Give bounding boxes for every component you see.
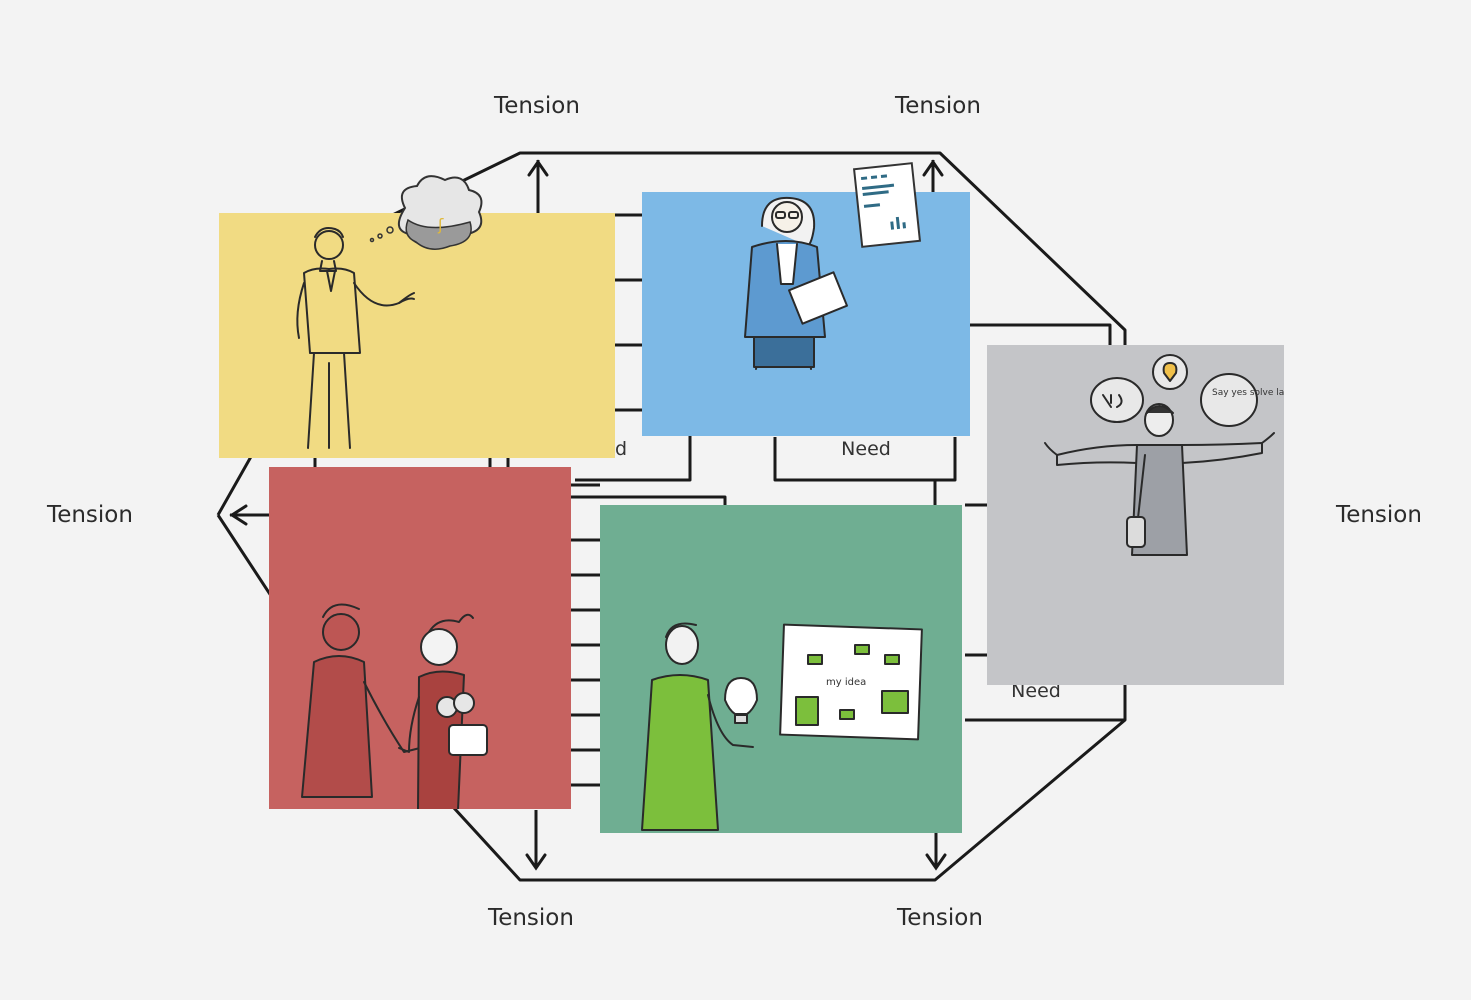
idea-man-illustration: my idea bbox=[641, 622, 923, 831]
sticky-note-text: my idea bbox=[826, 677, 866, 688]
need-box-line bbox=[960, 323, 1112, 345]
green-card: my idea bbox=[600, 505, 962, 833]
tension-label-bottom-right: Tension bbox=[897, 905, 983, 931]
need-box-line bbox=[570, 495, 727, 505]
arrow-down-icon bbox=[925, 853, 947, 871]
need-box-line bbox=[575, 430, 692, 482]
arrow-up-icon bbox=[527, 159, 549, 177]
yellow-card bbox=[219, 213, 615, 458]
need-label-center: Need bbox=[841, 438, 891, 460]
need-box-line bbox=[773, 437, 957, 482]
tension-label-bottom-left: Tension bbox=[488, 905, 574, 931]
gray-card: Say yes solve later bbox=[987, 345, 1284, 685]
tension-label-top-right: Tension bbox=[895, 93, 981, 119]
arrow-left-icon bbox=[229, 504, 248, 526]
document-icon bbox=[852, 162, 922, 248]
tension-label-top-left: Tension bbox=[494, 93, 580, 119]
presenter-illustration: Say yes solve later bbox=[1044, 354, 1284, 556]
tension-label-right: Tension bbox=[1336, 502, 1422, 528]
tension-label-left: Tension bbox=[47, 502, 133, 528]
red-card bbox=[269, 467, 571, 809]
blue-card bbox=[642, 192, 970, 436]
arrow-up-icon bbox=[922, 159, 944, 177]
need-label-right: Need bbox=[1011, 680, 1061, 702]
need-label-partial: d bbox=[614, 438, 628, 460]
handshake-illustration bbox=[301, 603, 488, 809]
thought-cloud-icon: ʃ bbox=[369, 175, 483, 250]
thought-mark: ʃ bbox=[437, 215, 444, 234]
thinking-man-illustration bbox=[296, 227, 415, 449]
speech-bubble-text: Say yes solve later bbox=[1212, 388, 1284, 398]
woman-clipboard-illustration bbox=[744, 196, 848, 370]
arrow-down-icon bbox=[525, 853, 547, 871]
